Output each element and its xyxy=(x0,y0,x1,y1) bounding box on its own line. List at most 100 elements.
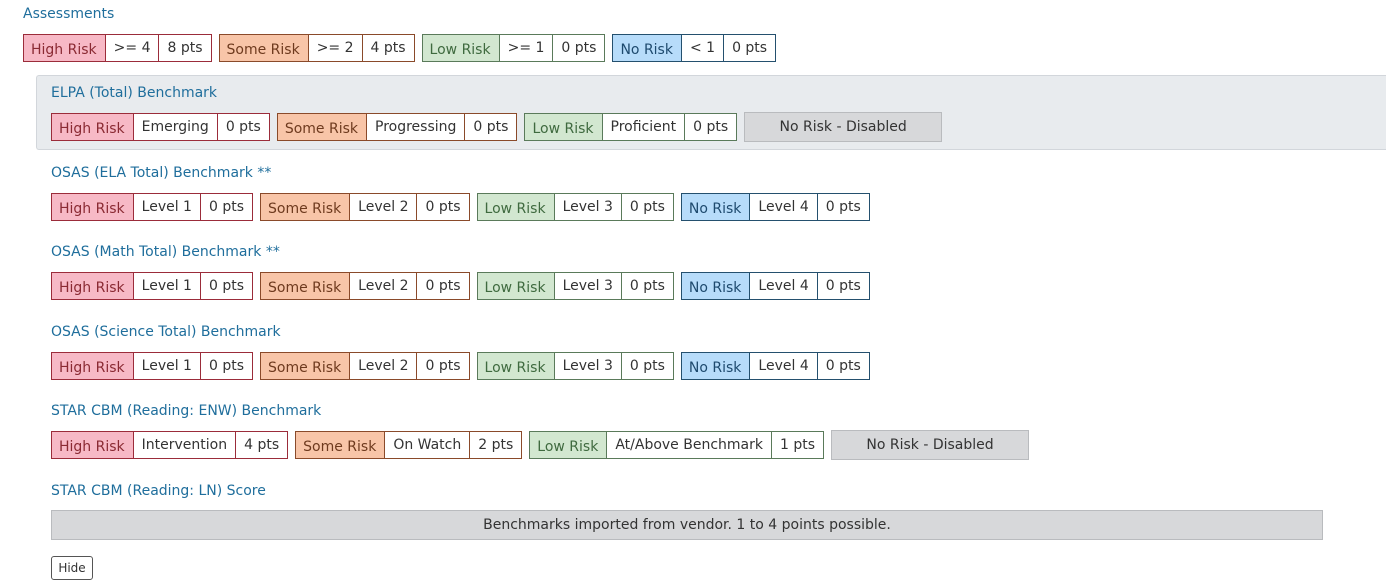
risk-label: High Risk xyxy=(24,35,105,61)
risk-label: High Risk xyxy=(52,194,133,220)
threshold-points: 0 pts xyxy=(552,35,605,61)
hide-button[interactable]: Hide xyxy=(51,556,93,580)
benchmark-condition: Level 3 xyxy=(553,353,621,379)
benchmark-condition: Level 2 xyxy=(349,273,417,299)
benchmark-points: 0 pts xyxy=(416,194,469,220)
risk-label: Some Risk xyxy=(261,353,350,379)
risk-label: No Risk xyxy=(681,353,750,379)
benchmark-condition: Level 4 xyxy=(749,273,817,299)
risk-label: No Risk xyxy=(613,35,681,61)
threshold-condition: >= 2 xyxy=(307,35,362,61)
some-risk-group: Some Risk On Watch 2 pts xyxy=(295,431,523,459)
assessment-link[interactable]: STAR CBM (Reading: LN) Score xyxy=(51,483,266,499)
benchmark-condition: Proficient xyxy=(601,114,685,140)
assessment-title-star-ln[interactable]: STAR CBM (Reading: LN) Score xyxy=(51,483,266,499)
high-risk-group: High Risk Level 1 0 pts xyxy=(51,193,253,221)
benchmark-points: 1 pts xyxy=(770,432,824,458)
risk-label: Some Risk xyxy=(261,273,350,299)
assessment-row-star-enw: High Risk Intervention 4 pts Some Risk O… xyxy=(51,430,1030,460)
threshold-condition: < 1 xyxy=(680,35,724,61)
threshold-condition: >= 1 xyxy=(498,35,553,61)
benchmark-points: 2 pts xyxy=(469,432,522,458)
benchmark-points: 0 pts xyxy=(816,194,869,220)
risk-label: Low Risk xyxy=(422,35,499,61)
risk-label: Low Risk xyxy=(477,353,554,379)
risk-label: No Risk xyxy=(681,273,750,299)
risk-label: Some Risk xyxy=(219,35,308,61)
benchmark-points: 0 pts xyxy=(199,273,252,299)
assessment-title-osas-math[interactable]: OSAS (Math Total) Benchmark ** xyxy=(51,244,280,260)
benchmark-condition: Level 3 xyxy=(553,194,621,220)
vendor-benchmark-note: Benchmarks imported from vendor. 1 to 4 … xyxy=(51,510,1323,540)
assessment-title-osas-science[interactable]: OSAS (Science Total) Benchmark xyxy=(51,324,281,340)
benchmark-points: 0 pts xyxy=(620,273,673,299)
high-risk-group: High Risk Emerging 0 pts xyxy=(51,113,270,141)
high-risk-group: High Risk Level 1 0 pts xyxy=(51,352,253,380)
benchmark-condition: Level 2 xyxy=(349,353,417,379)
benchmark-points: 0 pts xyxy=(199,353,252,379)
assessment-title-osas-ela[interactable]: OSAS (ELA Total) Benchmark ** xyxy=(51,165,271,181)
risk-label: Low Risk xyxy=(477,273,554,299)
risk-label: Low Risk xyxy=(530,432,607,458)
risk-label: High Risk xyxy=(52,353,133,379)
risk-label: High Risk xyxy=(52,114,133,140)
assessments-title[interactable]: Assessments xyxy=(23,6,115,22)
threshold-points: 4 pts xyxy=(361,35,414,61)
benchmark-condition: On Watch xyxy=(384,432,470,458)
benchmark-points: 0 pts xyxy=(416,273,469,299)
assessment-row-osas-ela: High Risk Level 1 0 pts Some Risk Level … xyxy=(51,193,877,221)
no-risk-disabled: No Risk - Disabled xyxy=(744,112,943,142)
assessment-link[interactable]: OSAS (Science Total) Benchmark xyxy=(51,324,281,340)
overall-high-risk-group: High Risk >= 4 8 pts xyxy=(23,34,212,62)
benchmark-condition: Emerging xyxy=(132,114,217,140)
benchmark-condition: At/Above Benchmark xyxy=(606,432,771,458)
risk-label: Some Risk xyxy=(261,194,350,220)
benchmark-points: 0 pts xyxy=(199,194,252,220)
assessment-row-elpa: High Risk Emerging 0 pts Some Risk Progr… xyxy=(51,112,943,142)
some-risk-group: Some Risk Level 2 0 pts xyxy=(260,352,470,380)
benchmark-points: 0 pts xyxy=(684,114,737,140)
threshold-condition: >= 4 xyxy=(104,35,159,61)
assessments-header: Assessments xyxy=(23,6,114,22)
benchmark-condition: Progressing xyxy=(366,114,465,140)
low-risk-group: Low Risk At/Above Benchmark 1 pts xyxy=(529,431,825,459)
benchmark-condition: Level 4 xyxy=(749,194,817,220)
no-risk-group: No Risk Level 4 0 pts xyxy=(680,193,870,221)
benchmark-condition: Level 2 xyxy=(349,194,417,220)
overall-low-risk-group: Low Risk >= 1 0 pts xyxy=(421,34,606,62)
threshold-points: 0 pts xyxy=(723,35,776,61)
low-risk-group: Low Risk Level 3 0 pts xyxy=(476,272,674,300)
benchmark-points: 0 pts xyxy=(620,353,673,379)
overall-thresholds-row: High Risk >= 4 8 pts Some Risk >= 2 4 pt… xyxy=(23,34,783,62)
no-risk-group: No Risk Level 4 0 pts xyxy=(680,272,870,300)
assessment-link[interactable]: ELPA (Total) Benchmark xyxy=(51,85,218,101)
benchmark-condition: Level 3 xyxy=(553,273,621,299)
some-risk-group: Some Risk Level 2 0 pts xyxy=(260,193,470,221)
threshold-points: 8 pts xyxy=(158,35,211,61)
benchmark-points: 0 pts xyxy=(816,353,869,379)
overall-no-risk-group: No Risk < 1 0 pts xyxy=(612,34,777,62)
benchmark-points: 0 pts xyxy=(620,194,673,220)
high-risk-group: High Risk Intervention 4 pts xyxy=(51,431,289,459)
overall-some-risk-group: Some Risk >= 2 4 pts xyxy=(218,34,415,62)
risk-label: Low Risk xyxy=(525,114,602,140)
benchmark-points: 0 pts xyxy=(416,353,469,379)
assessment-row-osas-science: High Risk Level 1 0 pts Some Risk Level … xyxy=(51,352,877,380)
risk-label: Some Risk xyxy=(296,432,385,458)
some-risk-group: Some Risk Progressing 0 pts xyxy=(276,113,518,141)
risk-label: High Risk xyxy=(52,432,133,458)
benchmark-condition: Intervention xyxy=(132,432,236,458)
risk-label: No Risk xyxy=(681,194,750,220)
no-risk-group: No Risk Level 4 0 pts xyxy=(680,352,870,380)
risk-label: Some Risk xyxy=(277,114,367,140)
assessment-title-elpa[interactable]: ELPA (Total) Benchmark xyxy=(51,85,217,101)
no-risk-disabled: No Risk - Disabled xyxy=(831,430,1030,460)
benchmark-points: 0 pts xyxy=(816,273,869,299)
assessment-link[interactable]: STAR CBM (Reading: ENW) Benchmark xyxy=(51,403,322,419)
assessment-link[interactable]: OSAS (Math Total) Benchmark ** xyxy=(51,244,280,260)
assessment-title-star-enw[interactable]: STAR CBM (Reading: ENW) Benchmark xyxy=(51,403,321,419)
benchmark-points: 4 pts xyxy=(235,432,288,458)
benchmark-condition: Level 1 xyxy=(132,194,200,220)
risk-label: Low Risk xyxy=(477,194,554,220)
assessment-link[interactable]: OSAS (ELA Total) Benchmark ** xyxy=(51,165,272,181)
